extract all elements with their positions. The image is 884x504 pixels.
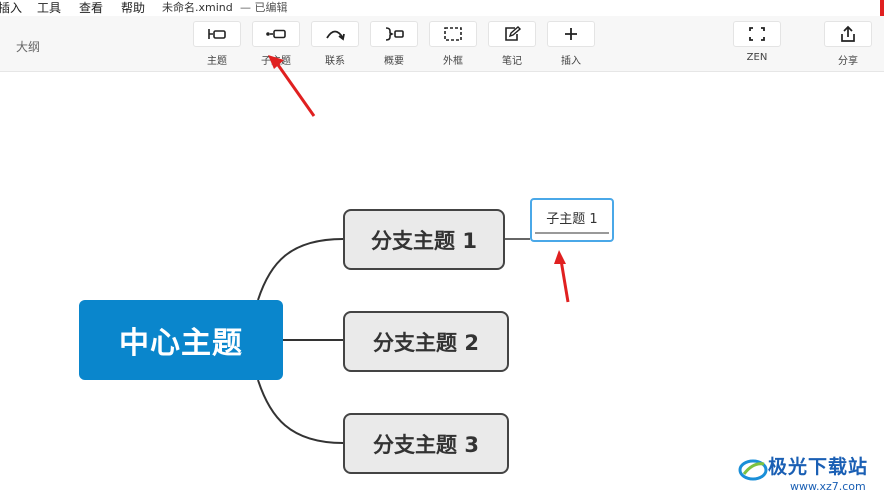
branch-topic-1[interactable]: 分支主题 1 bbox=[343, 209, 505, 270]
boundary-button-frame[interactable] bbox=[429, 21, 477, 47]
branch-connectors bbox=[257, 238, 530, 444]
note-button-label: 笔记 bbox=[502, 56, 522, 67]
zen-button-label: ZEN bbox=[746, 52, 768, 63]
boundary-icon bbox=[444, 27, 462, 41]
subtopic-label[interactable]: 子主题 1 bbox=[535, 203, 609, 234]
window-edge-mark bbox=[880, 0, 884, 16]
topic-button-label: 主题 bbox=[207, 56, 227, 67]
site-watermark: 极光下载站 www.xz7.com bbox=[738, 448, 884, 504]
topic-button-frame[interactable] bbox=[193, 21, 241, 47]
topic-icon bbox=[208, 29, 226, 39]
central-topic[interactable]: 中心主题 bbox=[79, 300, 283, 380]
share-icon bbox=[841, 25, 855, 42]
insert-button[interactable]: 插入 bbox=[547, 21, 595, 67]
toolbar: 大纲 主题 子主题 bbox=[0, 16, 884, 72]
subtopic-selected[interactable]: 子主题 1 bbox=[530, 198, 614, 242]
share-button[interactable]: 分享 bbox=[824, 21, 872, 67]
subtopic-button[interactable]: 子主题 bbox=[252, 21, 300, 67]
topic-button[interactable]: 主题 bbox=[193, 21, 241, 67]
mindmap-canvas[interactable]: 中心主题 分支主题 1 分支主题 2 分支主题 3 子主题 1 bbox=[0, 73, 884, 504]
note-button-frame[interactable] bbox=[488, 21, 536, 47]
insert-button-label: 插入 bbox=[561, 56, 581, 67]
menu-help[interactable]: 帮助 bbox=[121, 1, 146, 15]
summary-button-frame[interactable] bbox=[370, 21, 418, 47]
menu-insert[interactable]: 插入 bbox=[0, 1, 23, 15]
summary-button-label: 概要 bbox=[384, 56, 404, 67]
menu-bar: 插入 工具 查看 帮助 未命名.xmind — 已编辑 bbox=[0, 0, 884, 16]
outline-toggle[interactable]: 大纲 bbox=[16, 40, 41, 54]
relationship-button[interactable]: 联系 bbox=[311, 21, 359, 67]
subtopic-icon bbox=[266, 29, 286, 39]
summary-icon bbox=[385, 27, 404, 41]
summary-button[interactable]: 概要 bbox=[370, 21, 418, 67]
subtopic-button-label: 子主题 bbox=[261, 56, 291, 67]
zen-button-frame[interactable] bbox=[733, 21, 781, 47]
file-status: — 已编辑 bbox=[240, 1, 288, 14]
boundary-button[interactable]: 外框 bbox=[429, 21, 477, 67]
watermark-logo-icon bbox=[738, 459, 768, 481]
fullscreen-icon bbox=[749, 27, 765, 41]
note-button[interactable]: 笔记 bbox=[488, 21, 536, 67]
branch-topic-2[interactable]: 分支主题 2 bbox=[343, 311, 509, 372]
share-button-label: 分享 bbox=[838, 56, 858, 67]
subtopic-button-frame[interactable] bbox=[252, 21, 300, 47]
relationship-icon bbox=[326, 30, 345, 41]
watermark-url: www.xz7.com bbox=[790, 480, 866, 493]
relationship-button-label: 联系 bbox=[325, 56, 345, 67]
share-button-frame[interactable] bbox=[824, 21, 872, 47]
menu-view[interactable]: 查看 bbox=[79, 1, 104, 15]
menu-tools[interactable]: 工具 bbox=[37, 1, 62, 15]
note-icon bbox=[505, 26, 521, 41]
insert-button-frame[interactable] bbox=[547, 21, 595, 47]
plus-icon bbox=[565, 28, 577, 40]
file-name: 未命名.xmind bbox=[162, 1, 233, 14]
zen-button[interactable]: ZEN bbox=[733, 21, 781, 67]
branch-topic-3[interactable]: 分支主题 3 bbox=[343, 413, 509, 474]
relationship-button-frame[interactable] bbox=[311, 21, 359, 47]
boundary-button-label: 外框 bbox=[443, 56, 463, 67]
watermark-text: 极光下载站 bbox=[768, 456, 869, 478]
